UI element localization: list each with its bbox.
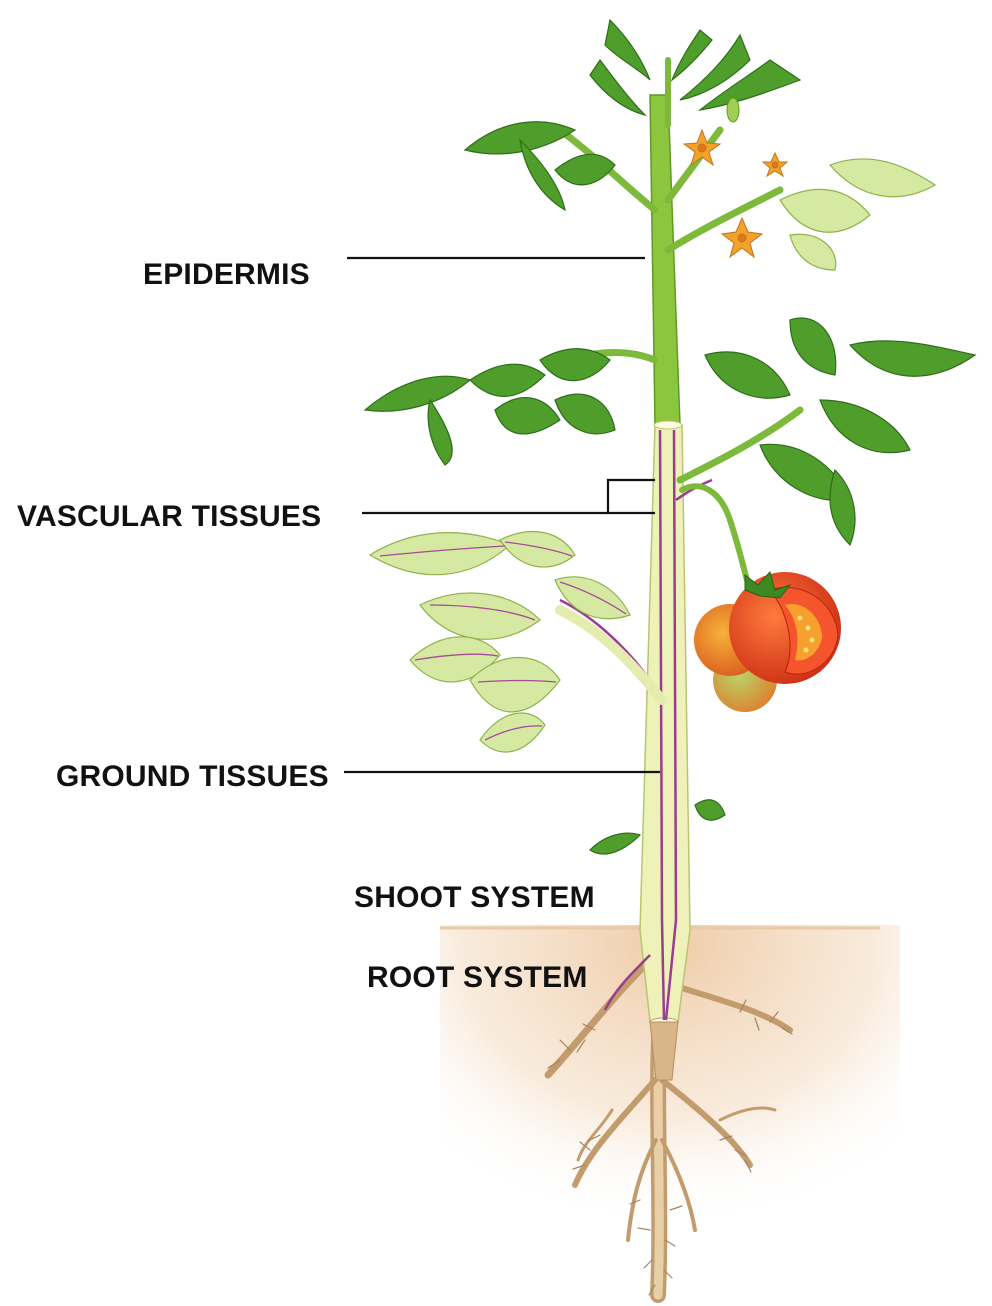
- ground-tissues-label: GROUND TISSUES: [56, 760, 329, 794]
- tomatoes: [694, 572, 841, 712]
- epidermis-label: EPIDERMIS: [143, 258, 310, 292]
- vascular-tissues-bracket: [608, 480, 655, 513]
- root-system-label: ROOT SYSTEM: [367, 961, 588, 995]
- shoot-system-label: SHOOT SYSTEM: [354, 881, 595, 915]
- vascular-tissues-label: VASCULAR TISSUES: [17, 500, 321, 534]
